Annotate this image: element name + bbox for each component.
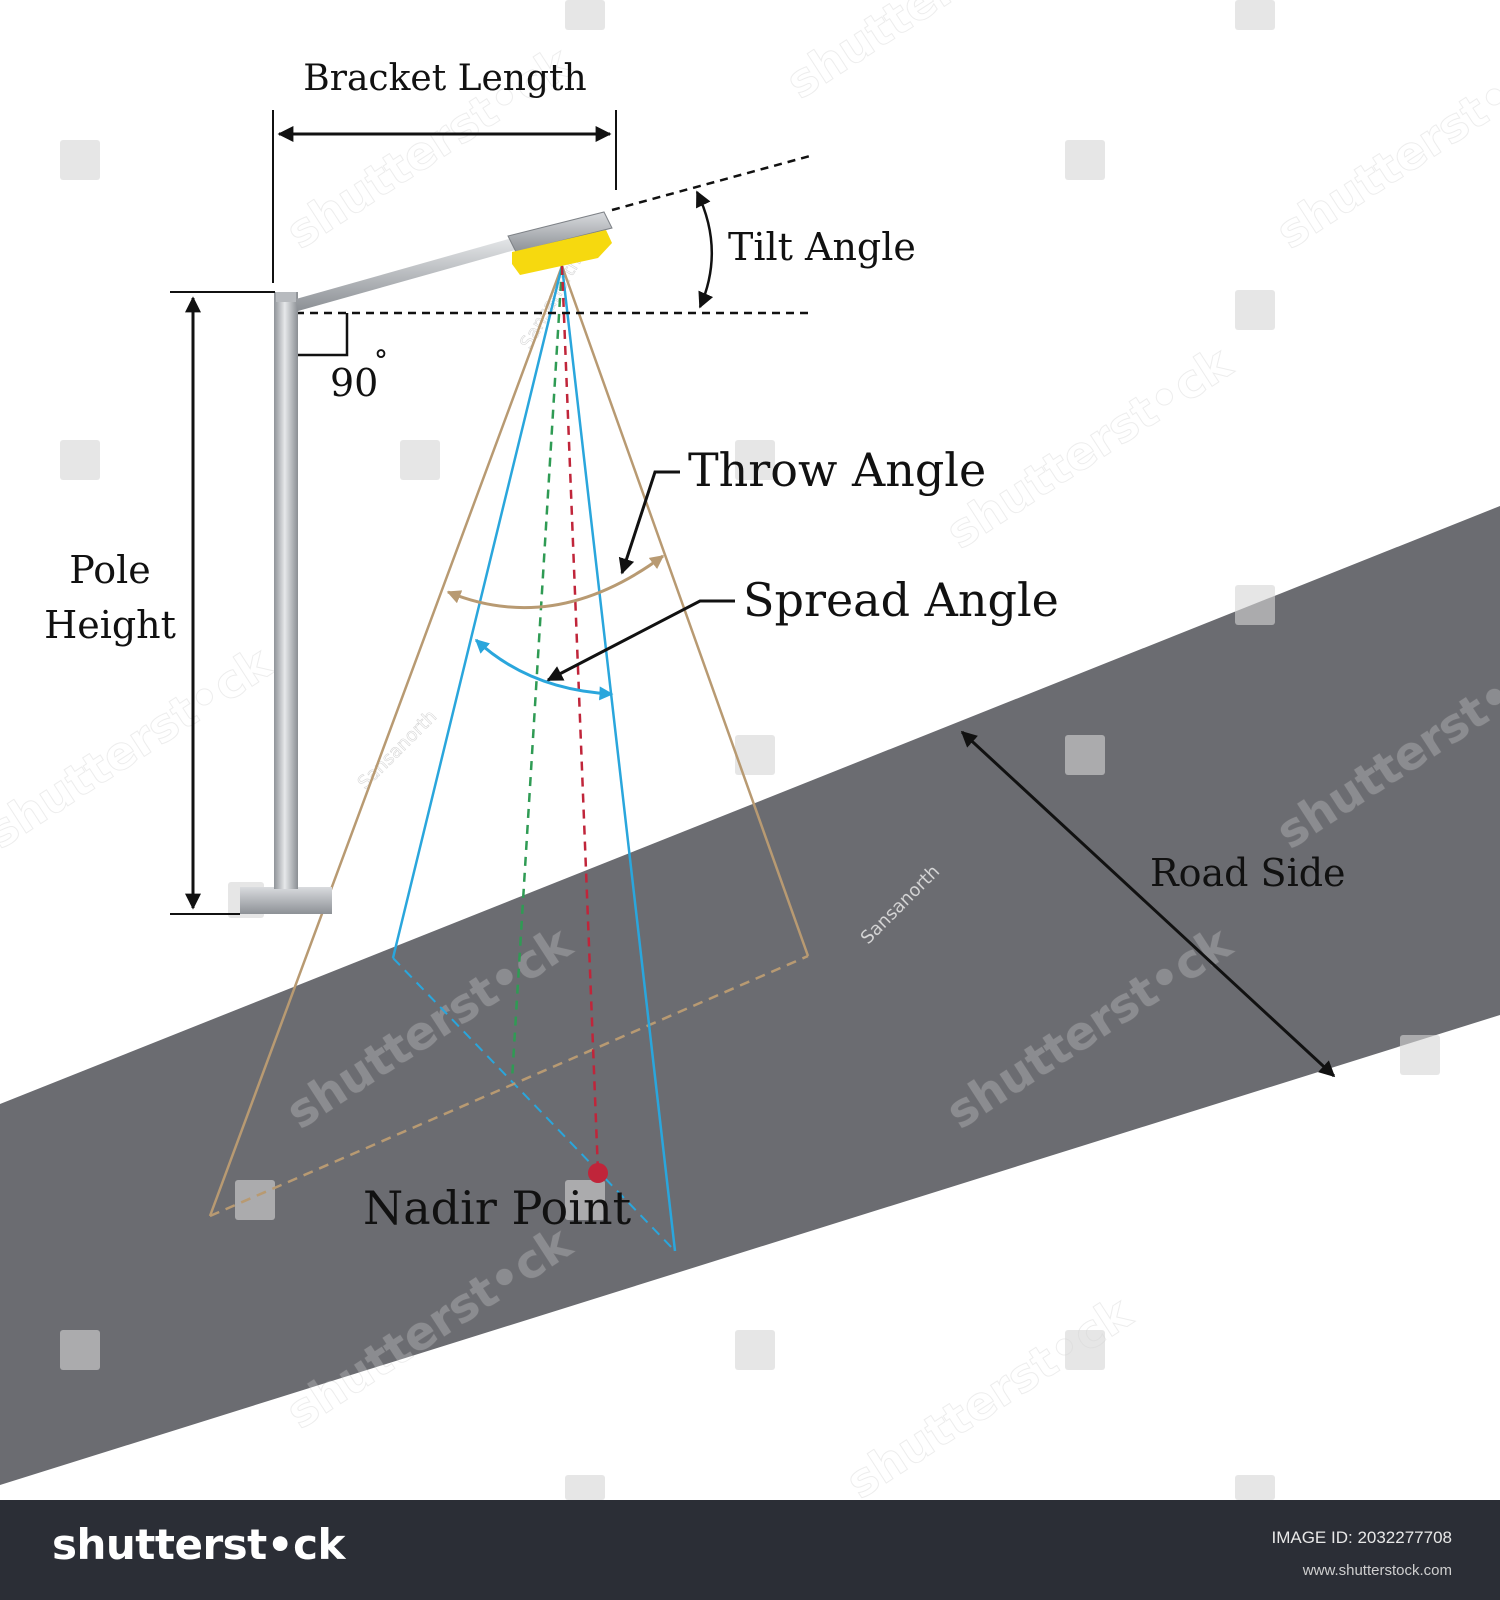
nadir-point-label: Nadir Point xyxy=(363,1181,632,1235)
throw-angle-arc xyxy=(446,554,665,610)
tilt-angle-arc xyxy=(695,190,714,309)
watermark-stamp-icons xyxy=(60,0,1440,1500)
stock-footer-bar: shutterst•ck IMAGE ID: 2032277708 www.sh… xyxy=(0,1500,1500,1600)
throw-footprint-edge xyxy=(209,954,809,1218)
footer-image-id: IMAGE ID: 2032277708 xyxy=(1271,1528,1452,1547)
pole-base xyxy=(240,887,332,914)
footer-site-url: www.shutterstock.com xyxy=(1302,1562,1452,1579)
throw-angle-pointer xyxy=(618,470,680,575)
tilt-reference-line xyxy=(611,154,811,212)
right-angle-label: 90 xyxy=(330,361,378,405)
watermark-brand: shutterst•ck xyxy=(837,1285,1142,1500)
lamp-glow xyxy=(512,230,612,275)
watermark-brand: shutterst•ck xyxy=(0,635,282,859)
road-side-label: Road Side xyxy=(1150,851,1346,895)
street-light-diagram: shutterst•ck shutterst•ck shutterst•ck s… xyxy=(0,0,1500,1500)
throw-angle-label: Throw Angle xyxy=(688,443,986,497)
degree-symbol: ° xyxy=(374,344,388,377)
right-angle-marker xyxy=(297,313,349,357)
spread-angle-arc xyxy=(474,638,614,701)
pole-cap xyxy=(276,292,296,302)
pole-height-label-line2: Height xyxy=(44,603,176,647)
road-side-arrow xyxy=(960,730,1336,1078)
bracket-arm xyxy=(296,238,515,311)
watermark-author: Sansanorth xyxy=(354,706,441,793)
spread-angle-label: Spread Angle xyxy=(743,573,1059,627)
pole-body xyxy=(274,292,298,889)
footer-logo: shutterst•ck xyxy=(52,1520,345,1569)
spread-angle-pointer xyxy=(546,599,735,682)
lamp-head xyxy=(507,211,613,275)
watermark-brand: shutterst•ck xyxy=(1267,35,1500,259)
tilt-angle-label: Tilt Angle xyxy=(728,225,916,269)
bracket-length-label: Bracket Length xyxy=(303,58,586,99)
watermark-brand: shutterst•ck xyxy=(777,0,1082,109)
pole-height-label-line1: Pole xyxy=(69,548,151,592)
nadir-point-marker xyxy=(588,1163,608,1183)
nadir-line xyxy=(560,265,600,1173)
